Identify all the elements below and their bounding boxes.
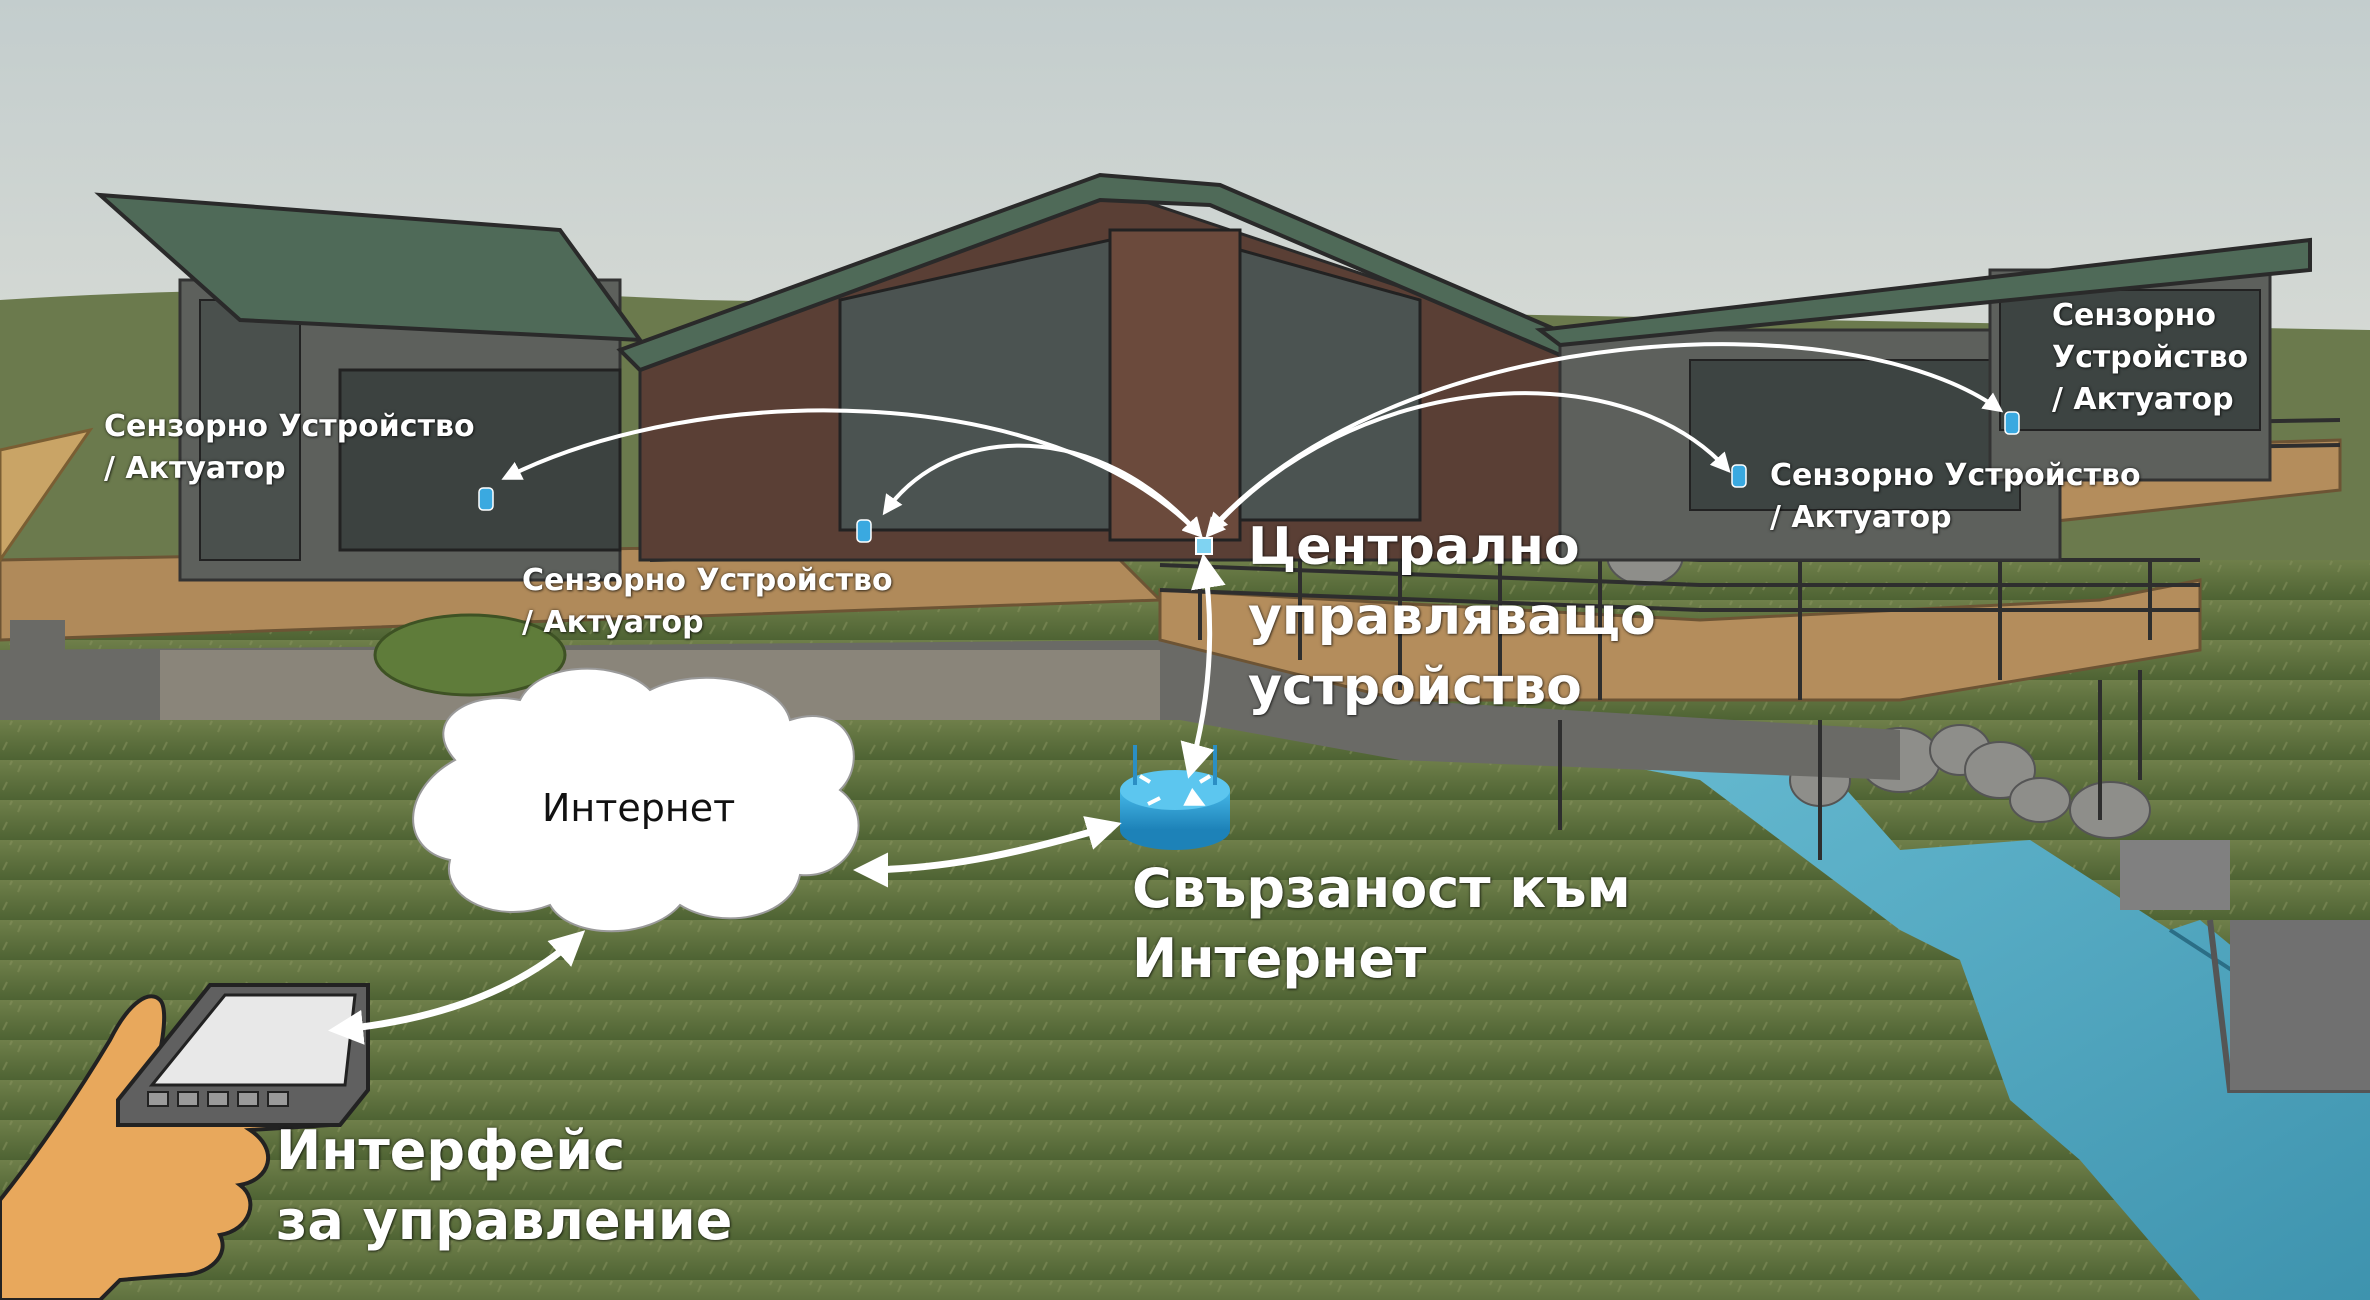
internet-connectivity-line-1: Свързаност към	[1132, 857, 1631, 920]
sensor-label-2-line-1: Сензорно Устройство	[522, 563, 893, 598]
sensor-label-1-line-2: / Актуатор	[104, 451, 286, 486]
arrow-sensor-2	[882, 443, 1203, 539]
cloud-label: Интернет	[542, 786, 736, 830]
house-left-wing	[94, 192, 645, 582]
sensor-label-1: Сензорно Устройство / Актуатор	[104, 406, 475, 490]
sensor-label-2-line-2: / Актуатор	[522, 605, 704, 640]
arrow-device-cloud	[328, 930, 586, 1045]
water-cascade	[1380, 720, 2370, 1300]
central-device-line-2: управляващо	[1248, 587, 1656, 647]
umbrella-base	[10, 620, 65, 720]
control-interface-label: Интерфейс за управление	[276, 1116, 732, 1256]
hedge	[373, 613, 567, 697]
control-interface-line-1: Интерфейс	[276, 1119, 626, 1182]
arrow-cloud-router	[853, 816, 1122, 888]
connection-arrows	[328, 342, 2004, 1045]
sensor-label-3-line-1: Сензорно Устройство	[1770, 458, 2141, 493]
sensor-label-4-line-2: Устройство	[2052, 340, 2249, 375]
control-interface-line-2: за управление	[276, 1189, 733, 1252]
sensor-label-4: Сензорно Устройство / Актуатор	[2052, 295, 2248, 421]
router-icon	[1120, 745, 1230, 850]
sensor-label-1-line-1: Сензорно Устройство	[104, 409, 475, 444]
arrow-hub-router	[1180, 553, 1226, 779]
central-device-label: Централно управляващо устройство	[1248, 512, 1656, 722]
hand-holding-device-icon	[0, 983, 370, 1300]
sensor-label-2: Сензорно Устройство / Актуатор	[522, 560, 893, 644]
sensor-label-3: Сензорно Устройство / Актуатор	[1770, 455, 2141, 539]
internet-connectivity-line-2: Интернет	[1132, 927, 1427, 990]
central-device-line-1: Централно	[1248, 517, 1580, 577]
central-hub-icon	[1195, 537, 1213, 555]
internet-connectivity-label: Свързаност към Интернет	[1132, 854, 1631, 994]
sensor-label-3-line-2: / Актуатор	[1770, 500, 1952, 535]
sensor-label-4-line-3: / Актуатор	[2052, 382, 2234, 417]
arrow-sensor-1	[501, 408, 1203, 538]
umbrella	[0, 427, 94, 563]
central-device-line-3: устройство	[1248, 657, 1582, 717]
arrow-sensor-4	[1207, 342, 2004, 533]
sensor-label-4-line-1: Сензорно	[2052, 298, 2216, 333]
